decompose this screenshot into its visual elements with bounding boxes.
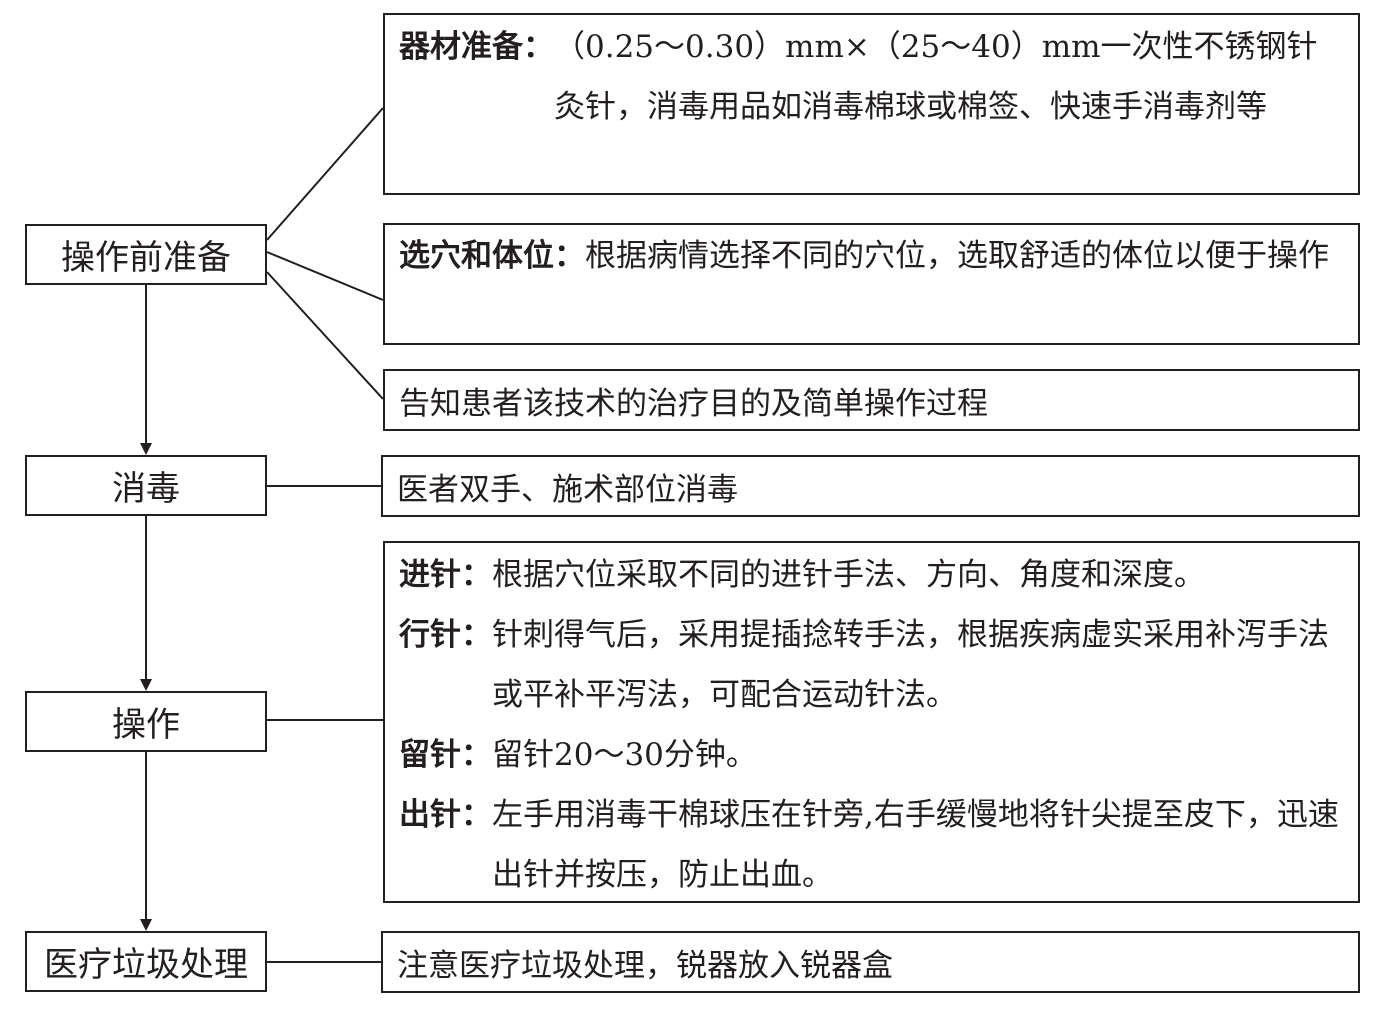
retain-needle-label: 留针：: [399, 737, 492, 773]
operation-row-manipulate: 行针： 针刺得气后，采用提插捻转手法，根据疾病虚实采用补泻手法或平补平泻法，可配…: [399, 605, 1344, 725]
insert-needle-text: 根据穴位采取不同的进针手法、方向、角度和深度。: [492, 557, 1205, 593]
detail-box-inform: 告知患者该技术的治疗目的及简单操作过程: [383, 369, 1360, 431]
step-prep-label: 操作前准备: [61, 238, 231, 278]
equipment-text: （0.25～0.30）mm×（25～40）mm一次性不锈钢针灸针，消毒用品如消毒…: [554, 29, 1318, 125]
detail-box-equipment: 器材准备： （0.25～0.30）mm×（25～40）mm一次性不锈钢针灸针，消…: [383, 13, 1360, 195]
detail-box-acupoint: 选穴和体位： 根据病情选择不同的穴位，选取舒适的体位以便于操作: [383, 223, 1360, 345]
detail-row-equipment: 器材准备： （0.25～0.30）mm×（25～40）mm一次性不锈钢针灸针，消…: [399, 17, 1344, 137]
disinfect-text: 医者双手、施术部位消毒: [397, 471, 738, 508]
insert-needle-label: 进针：: [399, 557, 492, 593]
operation-row-retain: 留针： 留针20～30分钟。: [399, 725, 1344, 785]
detail-box-operation: 进针： 根据穴位采取不同的进针手法、方向、角度和深度。 行针： 针刺得气后，采用…: [383, 541, 1360, 903]
inform-text: 告知患者该技术的治疗目的及简单操作过程: [399, 385, 988, 422]
manipulate-needle-label: 行针：: [399, 617, 492, 653]
step-waste-label: 医疗垃圾处理: [44, 945, 248, 985]
step-box-disinfect: 消毒: [25, 455, 267, 516]
connector-prep-inform: [266, 271, 384, 400]
step-box-prep: 操作前准备: [25, 224, 267, 285]
step-disinfect-label: 消毒: [112, 469, 180, 509]
operation-row-withdraw: 出针： 左手用消毒干棉球压在针旁,右手缓慢地将针尖提至皮下，迅速出针并按压，防止…: [399, 785, 1344, 905]
manipulate-needle-text: 针刺得气后，采用提插捻转手法，根据疾病虚实采用补泻手法或平补平泻法，可配合运动针…: [492, 617, 1329, 713]
step-box-operate: 操作: [25, 691, 267, 752]
connector-prep-equipment: [266, 107, 384, 241]
step-box-waste: 医疗垃圾处理: [25, 931, 267, 992]
acupoint-text: 根据病情选择不同的穴位，选取舒适的体位以便于操作: [585, 238, 1329, 274]
waste-text: 注意医疗垃圾处理，锐器放入锐器盒: [397, 947, 893, 984]
detail-row-acupoint: 选穴和体位： 根据病情选择不同的穴位，选取舒适的体位以便于操作: [399, 226, 1344, 286]
acupoint-label: 选穴和体位：: [399, 238, 585, 274]
operation-row-insert: 进针： 根据穴位采取不同的进针手法、方向、角度和深度。: [399, 545, 1344, 605]
retain-needle-text: 留针20～30分钟。: [492, 737, 757, 773]
withdraw-needle-label: 出针：: [399, 797, 492, 833]
withdraw-needle-text: 左手用消毒干棉球压在针旁,右手缓慢地将针尖提至皮下，迅速出针并按压，防止出血。: [492, 797, 1339, 893]
equipment-label: 器材准备：: [399, 29, 554, 65]
step-operate-label: 操作: [112, 705, 180, 745]
connector-prep-acupoint: [266, 251, 384, 301]
detail-box-disinfect: 医者双手、施术部位消毒: [381, 455, 1360, 517]
detail-box-waste: 注意医疗垃圾处理，锐器放入锐器盒: [381, 931, 1360, 993]
